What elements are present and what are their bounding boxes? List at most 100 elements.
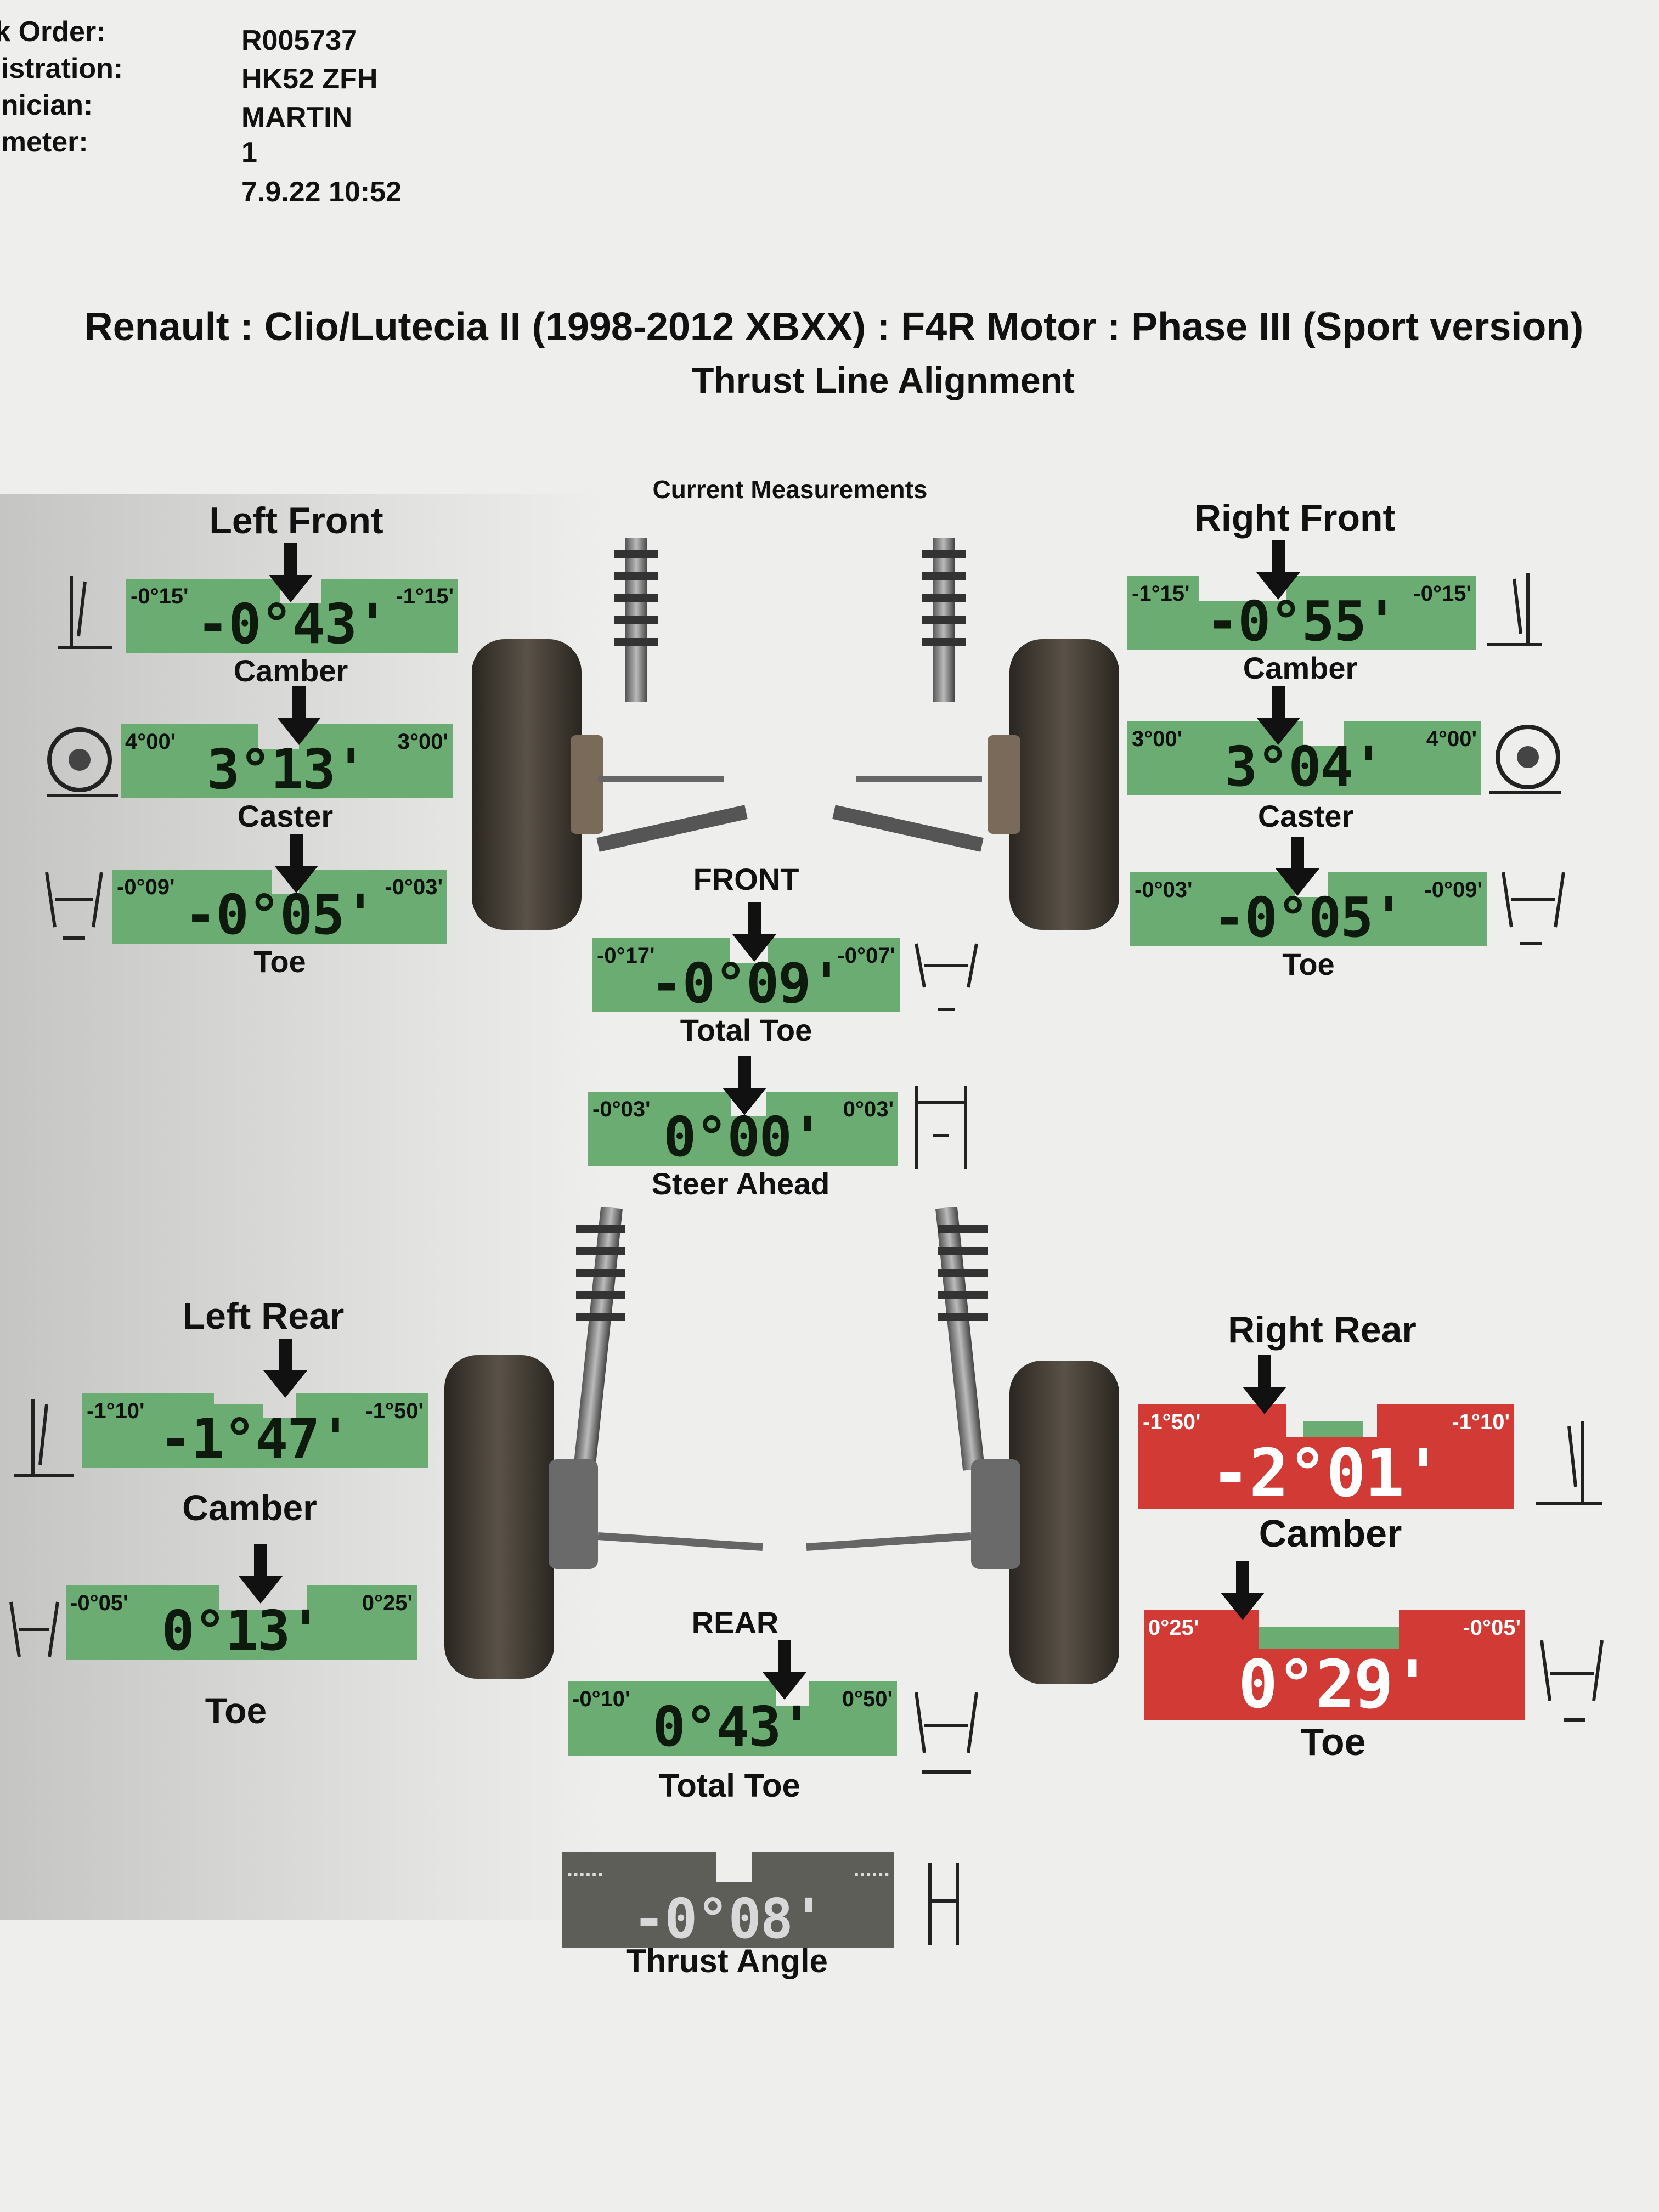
- date-value: 7.9.22 10:52: [241, 176, 402, 208]
- toe-diagram-icon: [1540, 1640, 1604, 1722]
- range-min: -0°05': [70, 1591, 128, 1615]
- header-label: rk Order:: [0, 16, 106, 48]
- range-max: -0°03': [385, 875, 443, 899]
- front-total-toe-gauge: -0°17' -0°07' -0°09': [592, 938, 900, 1015]
- camber-label: Camber: [233, 653, 348, 688]
- range-max: -0°09': [1424, 878, 1482, 902]
- header-label: ometer:: [0, 126, 88, 158]
- thrust-angle-gauge: ...... ...... -0°08': [562, 1852, 894, 1951]
- range-max: -0°05': [1463, 1616, 1521, 1640]
- work-order-value: R005737: [241, 25, 358, 57]
- camber-diagram-icon: [14, 1399, 74, 1477]
- rear-axle-label: REAR: [691, 1605, 779, 1640]
- thrust-angle-value: -0°08': [632, 1887, 825, 1951]
- report-subtitle: Thrust Line Alignment: [692, 360, 1075, 400]
- right-front-caster-gauge: 3°00' 4°00' 3°04': [1127, 721, 1481, 799]
- toe-label: Toe: [253, 944, 306, 979]
- camber-label: Camber: [1243, 651, 1358, 685]
- total-toe-diagram-icon: [915, 1692, 978, 1774]
- thrust-angle-diagram-icon: [928, 1863, 959, 1945]
- toe-label: Toe: [1282, 947, 1335, 981]
- left-rear-title: Left Rear: [182, 1295, 345, 1337]
- header-label: gistration:: [0, 53, 123, 84]
- range-min: -0°15': [131, 584, 189, 608]
- right-front-camber-gauge: -1°15' -0°15' -0°55': [1127, 576, 1476, 653]
- caster-diagram-icon: [1489, 725, 1561, 794]
- toe-value: -0°05': [184, 883, 376, 947]
- right-rear-title: Right Rear: [1228, 1309, 1417, 1351]
- range-min: 0°25': [1148, 1616, 1199, 1640]
- steer-ahead-label: Steer Ahead: [651, 1166, 830, 1201]
- caster-diagram-icon: [47, 727, 118, 797]
- range-min: -1°10': [87, 1399, 145, 1423]
- camber-label: Camber: [1259, 1512, 1402, 1555]
- toe-value: 0°29': [1238, 1647, 1432, 1723]
- range-min: -0°09': [117, 875, 175, 899]
- total-toe-label: Total Toe: [659, 1767, 800, 1804]
- camber-label: Camber: [182, 1487, 317, 1528]
- camber-value: -0°55': [1205, 589, 1398, 653]
- range-max: -1°15': [396, 584, 454, 608]
- toe-value: 0°13': [161, 1599, 322, 1663]
- right-front-toe-gauge: -0°03' -0°09' -0°05': [1130, 872, 1487, 950]
- toe-label: Toe: [205, 1690, 267, 1731]
- range-max: -0°07': [837, 944, 895, 968]
- thrust-angle-label: Thrust Angle: [626, 1943, 828, 1979]
- range-max: 0°25': [362, 1591, 413, 1615]
- range-min: 3°00': [1132, 727, 1183, 751]
- range-min: -1°15': [1132, 582, 1190, 606]
- caster-value: 3°13': [206, 737, 368, 802]
- odometer-value: 1: [241, 137, 257, 168]
- range-max: -1°50': [365, 1399, 424, 1423]
- caster-label: Caster: [1257, 799, 1354, 833]
- range-min: -1°50': [1143, 1410, 1201, 1434]
- steer-ahead-gauge: -0°03' 0°03' 0°00': [588, 1092, 898, 1169]
- range-min: ......: [567, 1857, 603, 1881]
- range-min: -0°03': [592, 1097, 651, 1121]
- left-front-title: Left Front: [209, 500, 383, 541]
- rear-total-toe-gauge: -0°10' 0°50' 0°43': [568, 1681, 897, 1759]
- rear-suspension-illustration: [444, 1207, 1119, 1684]
- caster-label: Caster: [237, 799, 334, 833]
- registration-value: HK52 ZFH: [241, 63, 378, 95]
- range-min: 4°00': [125, 730, 176, 754]
- left-rear-toe-gauge: -0°05' 0°25' 0°13': [66, 1585, 417, 1663]
- camber-diagram-icon: [1487, 573, 1542, 646]
- range-min: -0°03': [1135, 878, 1193, 902]
- total-toe-label: Total Toe: [680, 1013, 812, 1047]
- left-front-toe-gauge: -0°09' -0°03' -0°05': [112, 870, 447, 947]
- range-max: 0°03': [843, 1097, 894, 1121]
- toe-value: -0°05': [1212, 885, 1405, 950]
- range-max: 0°50': [842, 1687, 893, 1711]
- range-max: -0°15': [1413, 582, 1471, 606]
- right-rear-toe-gauge: 0°25' -0°05' 0°29': [1144, 1610, 1525, 1723]
- camber-value: -2°01': [1210, 1436, 1443, 1512]
- steer-ahead-value: 0°00': [663, 1105, 824, 1169]
- right-front-title: Right Front: [1194, 497, 1396, 539]
- range-max: ......: [853, 1857, 890, 1881]
- right-rear-camber-gauge: -1°50' -1°10' -2°01': [1138, 1404, 1514, 1512]
- front-axle-label: FRONT: [693, 862, 799, 896]
- range-min: -0°17': [597, 944, 655, 968]
- camber-value: -1°47': [159, 1407, 352, 1471]
- front-suspension-illustration: [472, 538, 1119, 930]
- steer-ahead-diagram-icon: [915, 1086, 967, 1169]
- camber-value: -0°43': [196, 592, 389, 656]
- toe-diagram-icon: [1502, 872, 1565, 945]
- header-label: hnician:: [0, 89, 93, 121]
- vehicle-title: Renault : Clio/Lutecia II (1998-2012 XBX…: [84, 305, 1584, 349]
- camber-diagram-icon: [58, 576, 112, 649]
- range-min: -0°10': [572, 1687, 630, 1711]
- caster-value: 3°04': [1224, 735, 1385, 799]
- range-max: 4°00': [1426, 727, 1477, 751]
- left-front-caster-gauge: 4°00' 3°00' 3°13': [121, 724, 453, 802]
- total-toe-value: 0°43': [652, 1695, 813, 1759]
- range-max: -1°10': [1452, 1410, 1510, 1434]
- left-front-camber-gauge: -0°15' -1°15' -0°43': [126, 579, 458, 656]
- current-measurements-label: Current Measurements: [652, 475, 928, 504]
- left-rear-camber-gauge: -1°10' -1°50' -1°47': [82, 1393, 428, 1471]
- camber-diagram-icon: [1536, 1421, 1602, 1505]
- toe-diagram-icon: [45, 872, 103, 940]
- technician-value: MARTIN: [241, 101, 353, 133]
- total-toe-value: -0°09': [650, 951, 843, 1015]
